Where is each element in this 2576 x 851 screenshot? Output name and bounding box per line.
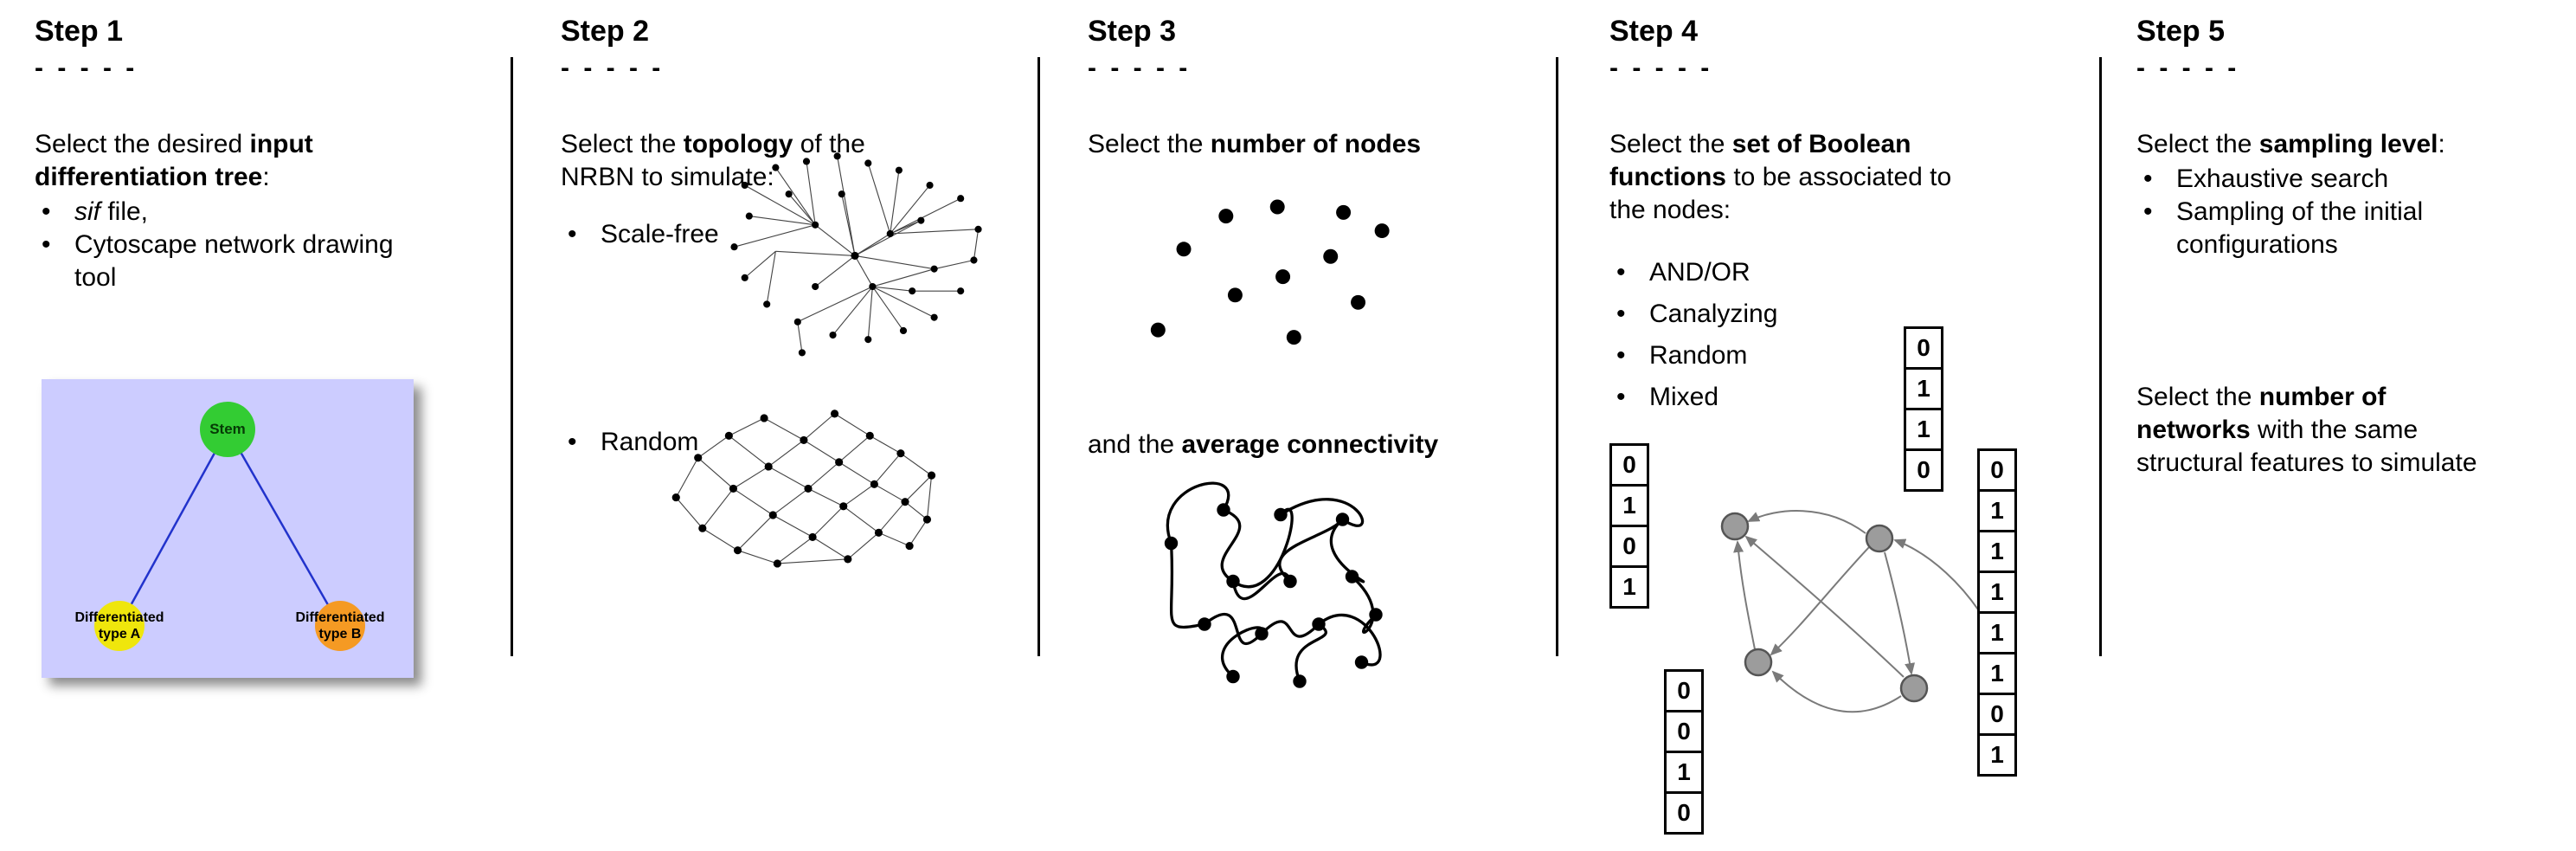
connectivity-graph-image bbox=[1164, 481, 1383, 688]
bullet-marker: • bbox=[42, 230, 51, 259]
column-divider bbox=[1037, 57, 1040, 656]
list-item: • Random bbox=[561, 426, 698, 459]
step-title: Step 5 bbox=[2136, 15, 2226, 48]
table-cell: 1 bbox=[1609, 484, 1649, 527]
bullet-marker: • bbox=[42, 197, 51, 226]
table-cell: 1 bbox=[1977, 530, 2017, 573]
step-intro: Select the set of Boolean functions to b… bbox=[1609, 130, 1952, 224]
step-title: Step 1 bbox=[35, 15, 124, 48]
step-intro: Select the topology of the NRBN to simul… bbox=[561, 130, 865, 191]
table-cell: 1 bbox=[1664, 751, 1704, 794]
network-node bbox=[1865, 524, 1894, 553]
list-item: • sif file, bbox=[35, 196, 424, 229]
step-title: Step 2 bbox=[561, 15, 650, 48]
network-node bbox=[1744, 648, 1773, 677]
table-cell: 1 bbox=[1904, 367, 1943, 410]
dashes: - - - - - bbox=[561, 54, 665, 82]
tree-edges bbox=[118, 429, 342, 627]
list-item: •Canalyzing bbox=[1609, 298, 1777, 331]
bullet-marker: • bbox=[2143, 197, 2153, 226]
bullet-marker: • bbox=[1616, 300, 1626, 328]
table-cell: 0 bbox=[1904, 448, 1943, 492]
table-cell: 0 bbox=[1904, 326, 1943, 370]
step-1-bullets: • sif file, • Cytoscape network drawing … bbox=[35, 196, 424, 294]
step-intro: Select the desired input differentiation… bbox=[35, 130, 313, 191]
scale-free-network-image bbox=[730, 152, 982, 357]
network-node bbox=[1720, 512, 1750, 541]
nodes-dots-image bbox=[1150, 199, 1390, 345]
column-divider bbox=[2099, 57, 2102, 656]
table-cell: 0 bbox=[1977, 448, 2017, 492]
list-item: •AND/OR bbox=[1609, 256, 1751, 289]
table-cell: 0 bbox=[1664, 791, 1704, 835]
bullet-marker: • bbox=[1616, 341, 1626, 370]
step-second-text: and the average connectivity bbox=[1088, 430, 1439, 459]
bullet-marker: • bbox=[1616, 258, 1626, 287]
type-b-node bbox=[315, 601, 365, 651]
bullet-marker: • bbox=[568, 428, 577, 456]
boolean-network-image bbox=[1720, 510, 1993, 713]
dashes: - - - - - bbox=[1609, 54, 1713, 82]
list-item: • Cytoscape network drawing tool bbox=[35, 229, 424, 294]
bullet-marker: • bbox=[568, 220, 577, 248]
networks-count-text: Select the number of networks with the s… bbox=[2136, 383, 2477, 477]
column-divider bbox=[1556, 57, 1558, 656]
list-item: •Random bbox=[1609, 339, 1747, 372]
list-item: • Exhaustive search bbox=[2136, 163, 2552, 196]
step-5-column: Step 5 - - - - - Select the sampling lev… bbox=[2136, 0, 2552, 851]
column-divider bbox=[511, 57, 513, 656]
bullet-marker: • bbox=[2143, 164, 2153, 193]
dashes: - - - - - bbox=[35, 54, 138, 82]
type-a-node bbox=[94, 601, 145, 651]
differentiation-tree-image: Stem Differentiated type A Differentiate… bbox=[42, 379, 414, 678]
bullet-marker: • bbox=[1616, 383, 1626, 411]
dashes: - - - - - bbox=[1088, 54, 1192, 82]
step-2-column: Step 2 - - - - - Select the topology of … bbox=[561, 0, 1028, 851]
table-cell: 1 bbox=[1977, 652, 2017, 695]
table-cell: 0 bbox=[1609, 443, 1649, 487]
step-title: Step 4 bbox=[1609, 15, 1699, 48]
table-cell: 1 bbox=[1977, 733, 2017, 777]
table-cell: 1 bbox=[1904, 408, 1943, 451]
table-cell: 1 bbox=[1977, 571, 2017, 614]
type-a-label: Differentiated type A bbox=[74, 610, 164, 641]
list-item: • Sampling of the initial configurations bbox=[2136, 196, 2552, 261]
type-b-label: Differentiated type B bbox=[295, 610, 385, 641]
step-title: Step 3 bbox=[1088, 15, 1177, 48]
step-intro: Select the sampling level: bbox=[2136, 130, 2445, 158]
dashes: - - - - - bbox=[2136, 54, 2240, 82]
network-node bbox=[1899, 674, 1929, 703]
table-cell: 1 bbox=[1977, 611, 2017, 654]
table-cell: 0 bbox=[1977, 693, 2017, 736]
table-cell: 0 bbox=[1664, 710, 1704, 753]
step-3-column: Step 3 - - - - - Select the number of no… bbox=[1088, 0, 1572, 851]
step-intro: Select the number of nodes bbox=[1088, 130, 1422, 158]
step-5-bullets: • Exhaustive search • Sampling of the in… bbox=[2136, 163, 2552, 261]
stem-node: Stem bbox=[200, 402, 255, 457]
table-cell: 1 bbox=[1609, 565, 1649, 609]
list-item: • Scale-free bbox=[561, 218, 719, 251]
list-item: •Mixed bbox=[1609, 381, 1718, 414]
table-cell: 0 bbox=[1609, 525, 1649, 568]
table-cell: 1 bbox=[1977, 489, 2017, 532]
step-4-column: Step 4 - - - - - Select the set of Boole… bbox=[1609, 0, 2077, 851]
table-cell: 0 bbox=[1664, 669, 1704, 712]
step-1-column: Step 1 - - - - - Select the desired inpu… bbox=[35, 0, 424, 851]
random-network-image bbox=[671, 409, 936, 568]
